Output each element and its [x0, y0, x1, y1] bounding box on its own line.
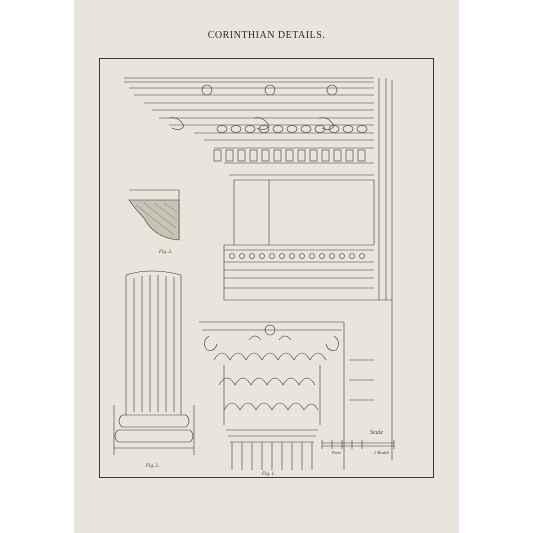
- dentils: [213, 149, 366, 162]
- scale-module-label: 1 Module: [374, 450, 390, 455]
- scale-label: Scale: [370, 430, 383, 436]
- egg-and-dart: [216, 125, 368, 133]
- plate-title: CORINTHIAN DETAILS.: [207, 30, 326, 41]
- architrave: [223, 245, 374, 301]
- fig3-fragment: [128, 189, 180, 241]
- fig1-label: Fig. 1.: [262, 472, 276, 477]
- bead-row: [229, 253, 365, 259]
- architectural-drawing: [113, 77, 395, 470]
- corinthian-capital: [199, 321, 374, 470]
- fig2-column: [113, 270, 195, 455]
- drawing-sheet: CORINTHIAN DETAILS.: [74, 0, 459, 533]
- drawing-frame: [99, 58, 434, 478]
- cornice: [124, 77, 374, 181]
- fig3-label: Fig. 3.: [159, 250, 173, 255]
- fig2-label: Fig. 2.: [146, 464, 160, 469]
- frieze: [224, 180, 375, 251]
- scale-parts-label: Parts: [332, 450, 341, 455]
- dimension-lines: [374, 78, 393, 460]
- scale-bar: [321, 440, 395, 449]
